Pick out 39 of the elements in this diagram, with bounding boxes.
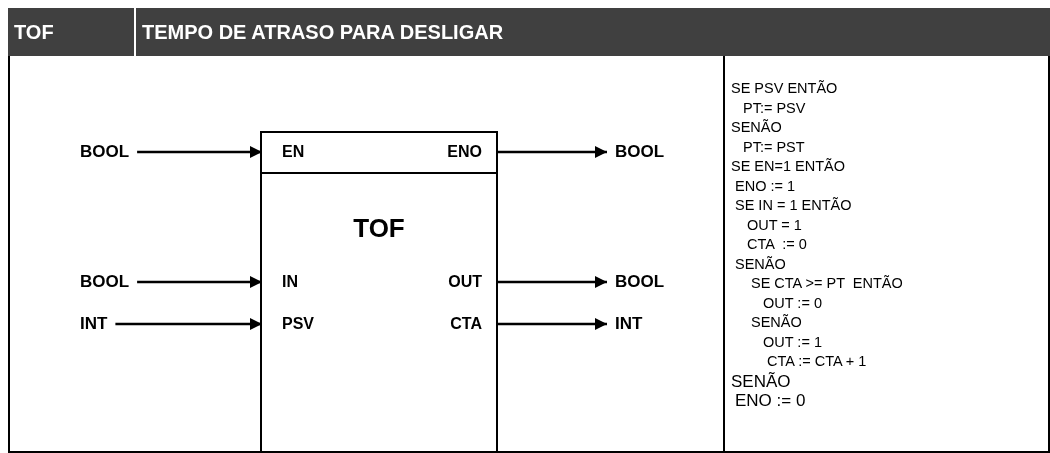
code-line: PT:= PST: [743, 138, 805, 156]
data-type-label: BOOL: [615, 272, 665, 292]
code-line: OUT := 1: [763, 333, 822, 351]
data-type-label: INT: [615, 314, 643, 334]
code-line: OUT := 0: [763, 294, 822, 312]
data-type-label: BOOL: [615, 142, 665, 162]
header-title: TEMPO DE ATRASO PARA DESLIGAR: [136, 8, 1050, 56]
pin-label: CTA: [426, 315, 496, 333]
arrow: [137, 145, 262, 159]
pin-label: EN: [262, 143, 322, 161]
arrow: [496, 275, 607, 289]
code-line: CTA := 0: [747, 236, 807, 253]
pin-label: OUT: [426, 273, 496, 291]
code-line: SENÃO: [735, 255, 786, 273]
arrow: [496, 317, 607, 331]
pin-label: IN: [262, 273, 322, 291]
function-block: [260, 131, 498, 453]
code-line: SENÃO: [751, 314, 802, 331]
code-line: SE EN=1 ENTÃO: [731, 158, 846, 175]
code-line: ENO := 0: [735, 392, 806, 409]
arrow: [115, 317, 262, 331]
code-line: SENÃO: [731, 119, 782, 136]
code-line: SE CTA >= PT ENTÃO: [751, 275, 903, 292]
block-title: TOF: [352, 213, 406, 244]
pin-label: PSV: [262, 315, 322, 333]
data-type-label: BOOL: [80, 272, 130, 292]
header-cell: TOF: [8, 8, 134, 56]
data-type-label: INT: [80, 314, 108, 334]
code-line: OUT = 1: [747, 216, 802, 234]
code-line: PT:= PSV: [743, 99, 806, 117]
code-line: SE IN = 1 ENTÃO: [735, 197, 852, 214]
code-line: SENÃO: [731, 372, 791, 390]
code-line: SE PSV ENTÃO: [731, 80, 838, 97]
code-line: ENO := 1: [735, 177, 796, 195]
arrow: [496, 145, 607, 159]
pin-label: ENO: [426, 143, 496, 161]
data-type-label: BOOL: [80, 142, 130, 162]
code-line: CTA := CTA + 1: [767, 353, 867, 370]
arrow: [137, 275, 262, 289]
